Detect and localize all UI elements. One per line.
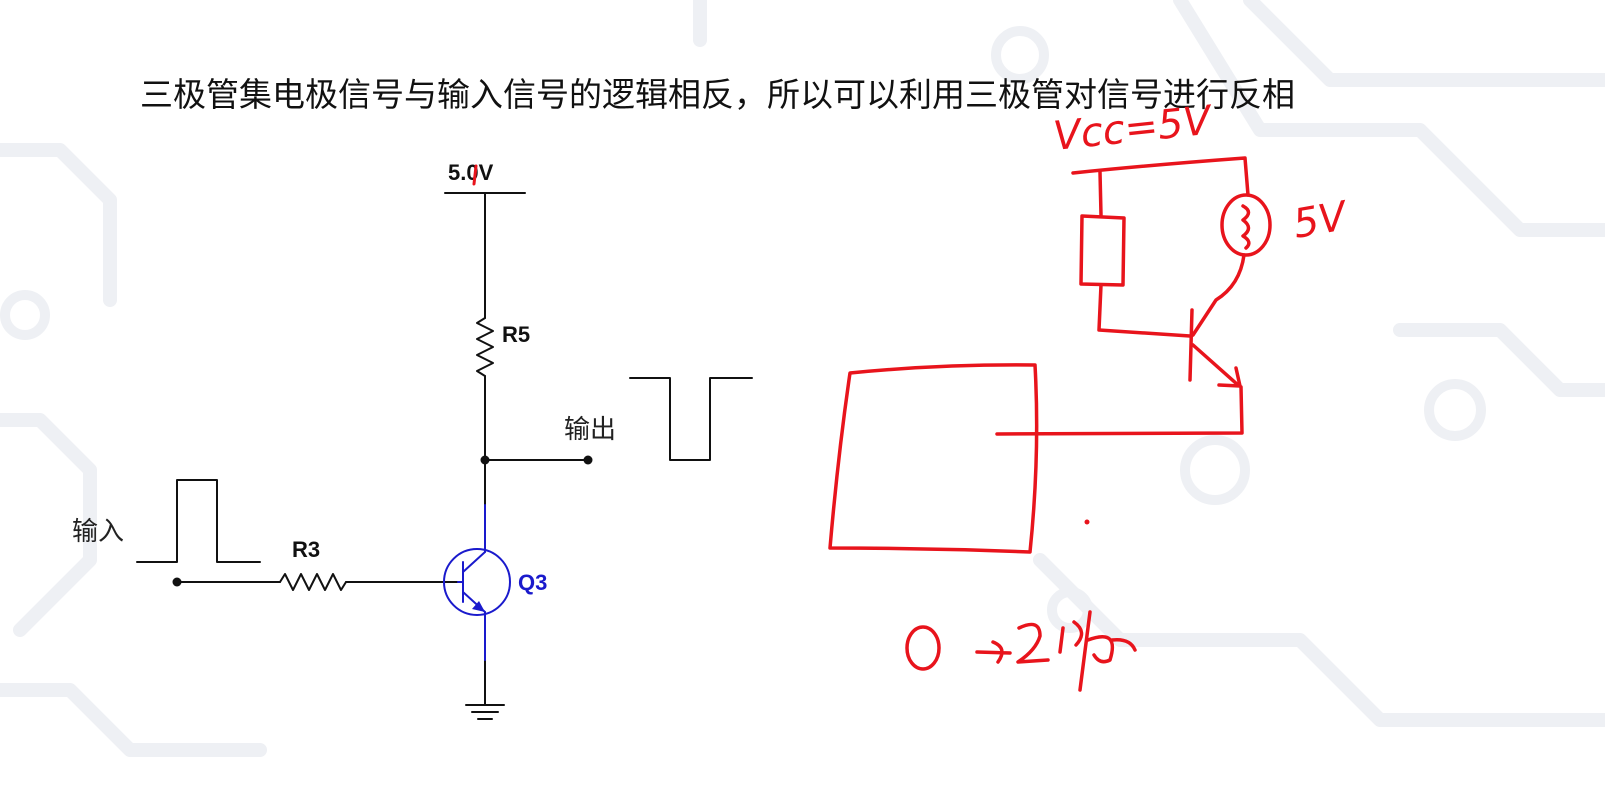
slide-title: 三极管集电极信号与输入信号的逻辑相反，所以可以利用三极管对信号进行反相 [140, 75, 1295, 114]
emitter-arrow [472, 601, 485, 612]
sketch-transistor [1188, 308, 1194, 382]
sketch-note-two [1016, 622, 1050, 664]
output-label: 输出 [564, 415, 616, 445]
output-terminal [583, 455, 593, 465]
sketch-base-wire [1097, 283, 1192, 338]
sketch-supply-rail [1071, 156, 1250, 197]
sketch-left-drop [1098, 170, 1103, 217]
sketch-output-wire [995, 385, 1244, 436]
input-terminal [172, 577, 182, 587]
sketch-resistor [1079, 214, 1126, 287]
sketch-note-squiggle [1058, 610, 1137, 692]
sketch-lamp [1220, 193, 1272, 257]
sketch-dot [1084, 519, 1090, 525]
q3-label: Q3 [518, 570, 547, 595]
sketch-load-box [828, 363, 1039, 554]
lamp-voltage-note: 5V [1290, 193, 1353, 248]
r5-label: R5 [502, 322, 530, 347]
resistor-r3 [279, 573, 347, 591]
sketch-note-arrow [975, 640, 1012, 664]
red-mark [472, 164, 478, 186]
resistor-r5 [476, 317, 494, 377]
vcc-note: Vcc=5V [1051, 97, 1215, 160]
sketch-note-zero [905, 625, 941, 671]
input-waveform [136, 479, 261, 563]
supply-label: 5.0V [448, 160, 494, 185]
junction-dot [480, 455, 490, 465]
transistor-q3 [443, 504, 511, 661]
output-waveform [629, 377, 753, 461]
r3-label: R3 [292, 537, 320, 562]
input-label: 输入 [72, 517, 124, 547]
